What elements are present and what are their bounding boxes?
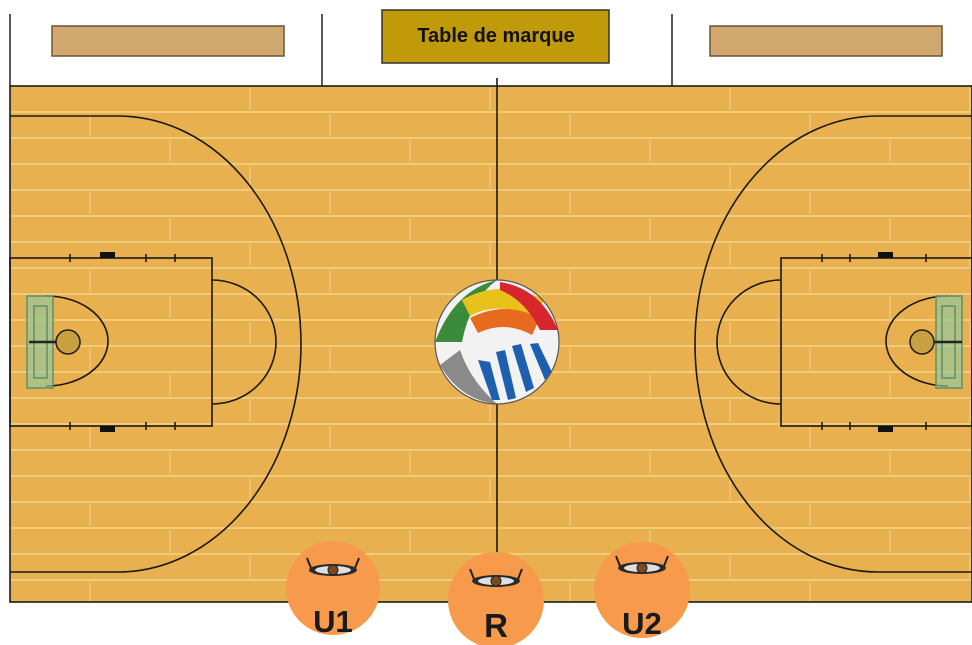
referee-u2: U2 xyxy=(594,542,690,641)
key-right xyxy=(780,257,972,427)
referee-r: R xyxy=(448,552,544,645)
referee-figure-icon xyxy=(306,557,360,576)
sideline-area xyxy=(9,14,673,86)
no-charge-arc-left xyxy=(45,295,109,387)
scorer-table: Table de marque xyxy=(381,9,610,64)
referee-u2-label: U2 xyxy=(622,606,662,641)
basket-left xyxy=(26,295,81,389)
free-throw-arc-right xyxy=(716,279,782,405)
team-bench-left xyxy=(51,25,285,57)
no-charge-arc-right xyxy=(885,295,949,387)
scorer-table-label: Table de marque xyxy=(417,25,574,47)
team-bench-right xyxy=(709,25,943,57)
fiba-ball-logo-icon xyxy=(434,279,560,405)
free-throw-arc-left xyxy=(211,279,277,405)
referee-u1-label: U1 xyxy=(313,604,353,639)
lane-marks xyxy=(100,252,893,432)
three-point-line-right xyxy=(694,115,972,573)
referee-figure-icon xyxy=(469,568,523,587)
three-point-line-left xyxy=(10,115,302,573)
basket-right xyxy=(909,295,963,389)
referee-figure-icon xyxy=(615,555,669,574)
referee-r-label: R xyxy=(484,607,508,644)
referee-u1: U1 xyxy=(286,541,380,639)
